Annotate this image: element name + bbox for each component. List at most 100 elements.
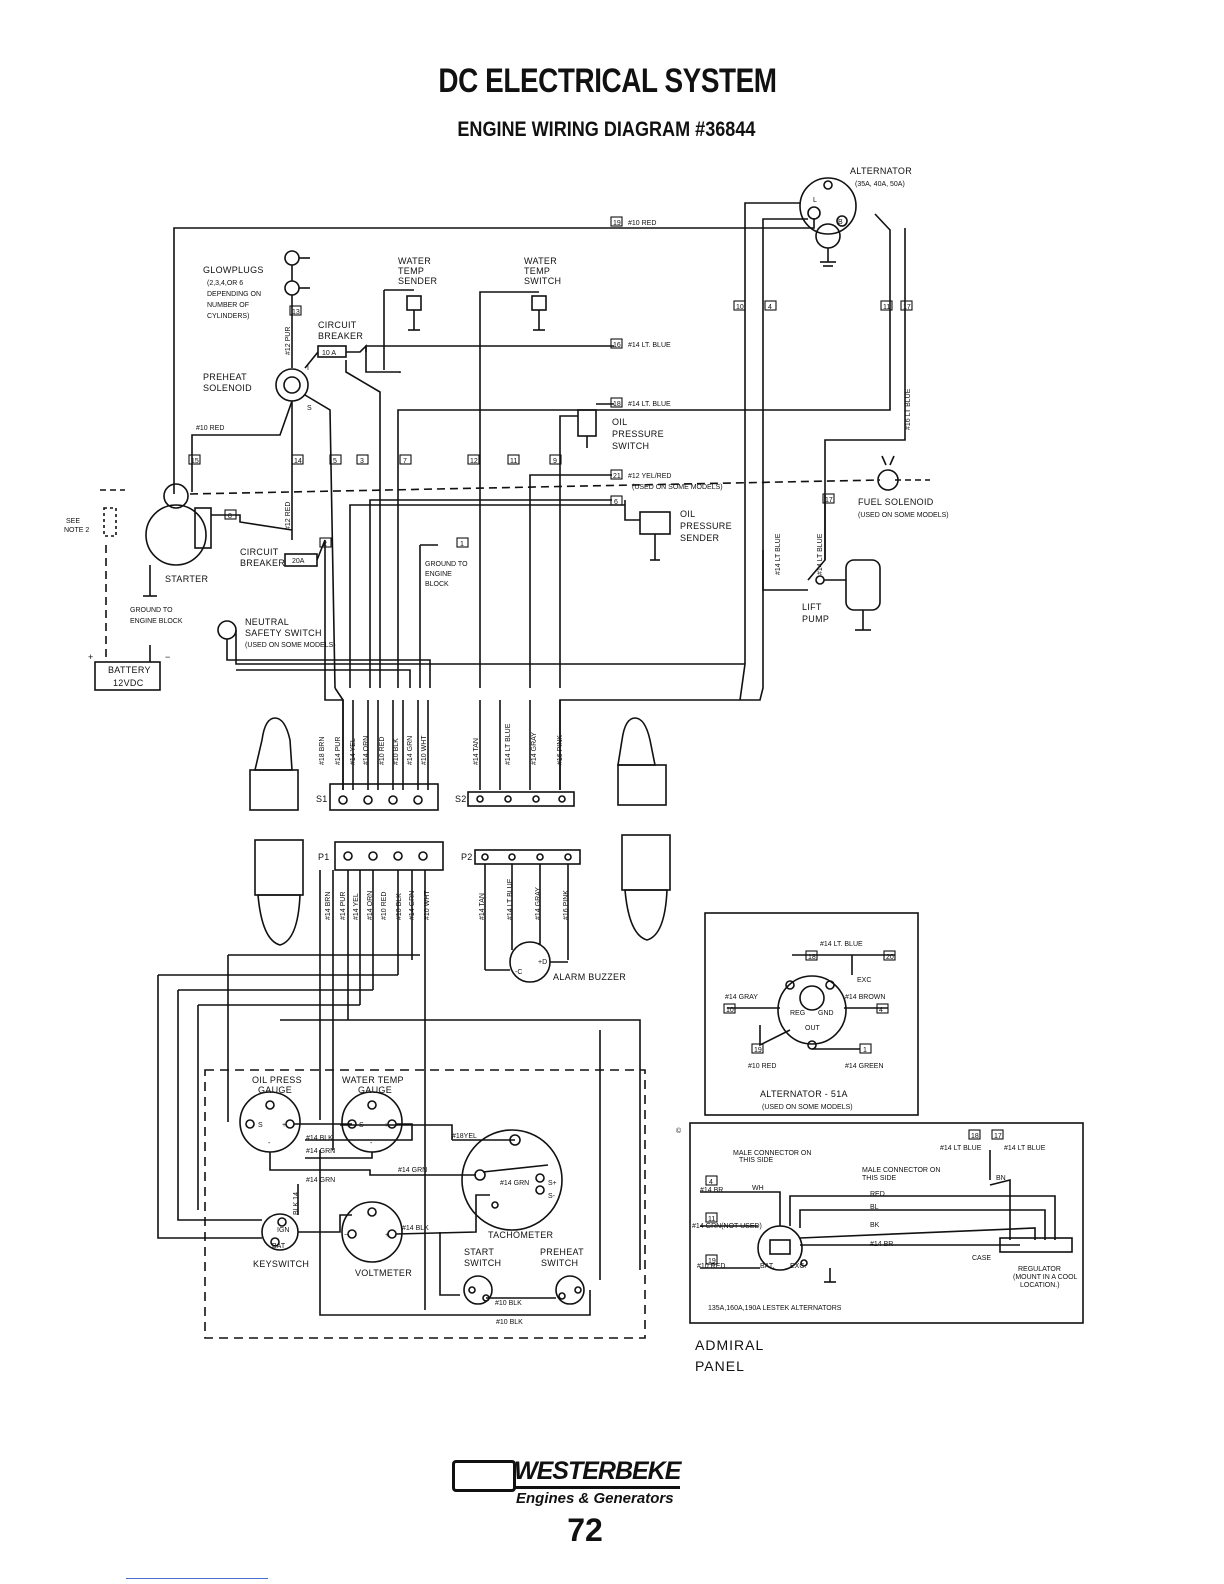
svg-text:TEMP: TEMP	[398, 266, 424, 276]
svg-text:VOLTMETER: VOLTMETER	[355, 1268, 412, 1278]
svg-text:#14 LT BLUE: #14 LT BLUE	[505, 723, 512, 765]
connector-p2	[474, 849, 581, 865]
svg-text:BL: BL	[870, 1204, 879, 1211]
svg-text:I: I	[307, 365, 309, 372]
svg-text:TEMP: TEMP	[524, 266, 550, 276]
start-switch	[463, 1275, 493, 1305]
svg-text:#14 GRAY: #14 GRAY	[725, 994, 758, 1001]
svg-text:#14 LT BLUE: #14 LT BLUE	[940, 1145, 982, 1152]
svg-text:THIS SIDE: THIS SIDE	[862, 1175, 897, 1182]
svg-text:#14 GRAY: #14 GRAY	[535, 887, 542, 920]
svg-text:#10 RED: #10 RED	[628, 220, 656, 227]
svg-text:CASE: CASE	[972, 1255, 991, 1262]
svg-text:#14 PUR: #14 PUR	[340, 892, 347, 920]
svg-text:#10 BLK: #10 BLK	[496, 1319, 523, 1326]
svg-text:20: 20	[886, 954, 894, 961]
svg-text:#16 PINK: #16 PINK	[557, 735, 564, 765]
svg-text:+: +	[385, 1232, 389, 1239]
alternator-51a-box	[704, 912, 919, 1116]
svg-text:SWITCH: SWITCH	[541, 1258, 578, 1268]
svg-text:S: S	[307, 405, 312, 412]
svg-text:#10 BLK: #10 BLK	[393, 738, 400, 765]
svg-text:#10 RED: #10 RED	[381, 892, 388, 920]
svg-text:#12 PUR: #12 PUR	[285, 327, 292, 355]
svg-text:#10 RED: #10 RED	[697, 1263, 725, 1270]
svg-text:#14 TAN: #14 TAN	[473, 738, 480, 765]
svg-text:-: -	[268, 1140, 271, 1147]
plug-illustration-right-top	[617, 717, 667, 806]
svg-text:REG: REG	[790, 1010, 805, 1017]
svg-text:CYLINDERS): CYLINDERS)	[207, 313, 249, 320]
westerbeke-logo-icon	[452, 1460, 516, 1492]
svg-text:#18YEL: #18YEL	[452, 1133, 477, 1140]
svg-text:ALTERNATOR - 51A: ALTERNATOR - 51A	[760, 1089, 848, 1099]
svg-text:4: 4	[768, 304, 772, 311]
svg-text:GAUGE: GAUGE	[258, 1085, 292, 1095]
connector-s2	[467, 791, 575, 807]
svg-text:#10 RED: #10 RED	[196, 425, 224, 432]
svg-text:13: 13	[292, 309, 300, 316]
alternator-51a: REG GND OUT EXC	[777, 975, 871, 1050]
svg-text:#14 BLK: #14 BLK	[402, 1225, 429, 1232]
voltmeter: − +	[341, 1201, 403, 1263]
svg-text:#14 ORN: #14 ORN	[367, 891, 374, 920]
svg-text:135A,160A,190A LESTEK ALTERNAT: 135A,160A,190A LESTEK ALTERNATORS	[708, 1305, 842, 1312]
svg-text:1: 1	[460, 541, 464, 548]
svg-text:#14 BRN: #14 BRN	[325, 892, 332, 920]
logo-tagline: Engines & Generators	[516, 1490, 674, 1507]
svg-text:TACHOMETER: TACHOMETER	[488, 1230, 554, 1240]
svg-text:PRESSURE: PRESSURE	[612, 429, 664, 439]
svg-text:GAUGE: GAUGE	[358, 1085, 392, 1095]
neutral-safety-switch	[217, 620, 237, 640]
svg-text:4: 4	[879, 1007, 883, 1014]
svg-text:#14 PUR: #14 PUR	[335, 737, 342, 765]
svg-text:19: 19	[613, 220, 621, 227]
svg-text:-C: -C	[515, 969, 522, 976]
svg-text:#14 GRAY: #14 GRAY	[531, 732, 538, 765]
plug-illustration-right-bottom	[621, 834, 671, 941]
svg-text:SWITCH: SWITCH	[524, 276, 561, 286]
svg-text:#10 BLK: #10 BLK	[396, 893, 403, 920]
svg-text:-: -	[370, 1140, 373, 1147]
connector-s1	[329, 783, 439, 811]
svg-text:17: 17	[903, 304, 911, 311]
svg-text:WH: WH	[752, 1185, 764, 1192]
svg-text:12: 12	[470, 458, 478, 465]
svg-text:18: 18	[613, 401, 621, 408]
svg-text:−: −	[165, 652, 171, 662]
svg-text:PREHEAT: PREHEAT	[203, 372, 247, 382]
water-temp-switch	[531, 295, 547, 331]
preheat-switch	[555, 1275, 585, 1305]
svg-text:(MOUNT IN A COOL: (MOUNT IN A COOL	[1013, 1274, 1078, 1281]
svg-text:P2: P2	[461, 852, 473, 862]
starter	[145, 483, 212, 566]
svg-text:BATTERY: BATTERY	[108, 665, 151, 675]
tachometer	[461, 1129, 563, 1231]
svg-text:#16 PINK: #16 PINK	[563, 890, 570, 920]
svg-text:WATER: WATER	[398, 256, 431, 266]
svg-text:BAT: BAT	[272, 1243, 286, 1250]
svg-text:9: 9	[553, 458, 557, 465]
svg-text:SWITCH: SWITCH	[464, 1258, 501, 1268]
svg-text:GROUND TO: GROUND TO	[130, 607, 173, 614]
svg-text:STARTER: STARTER	[165, 574, 208, 584]
svg-text:#10 BLK: #10 BLK	[495, 1300, 522, 1307]
svg-text:SOLENOID: SOLENOID	[203, 383, 252, 393]
svg-text:GLOWPLUGS: GLOWPLUGS	[203, 265, 264, 275]
svg-text:©: ©	[676, 1127, 682, 1135]
connector-p1	[334, 841, 444, 871]
svg-text:6: 6	[614, 499, 618, 506]
svg-text:#14 BR: #14 BR	[870, 1241, 893, 1248]
svg-text:+D: +D	[538, 959, 547, 966]
p1-wires	[319, 870, 426, 1310]
fuel-solenoid	[877, 455, 899, 491]
svg-text:11: 11	[883, 304, 890, 311]
svg-text:DEPENDING ON: DEPENDING ON	[207, 291, 261, 298]
svg-text:THIS SIDE: THIS SIDE	[739, 1157, 774, 1164]
svg-text:#12 YEL/RED: #12 YEL/RED	[628, 473, 671, 480]
p2-wire-labels: #14 TAN #14 LT BLUE #14 GRAY #16 PINK	[479, 878, 570, 920]
svg-text:#14 LT BLUE: #14 LT BLUE	[507, 878, 514, 920]
svg-text:PRESSURE: PRESSURE	[680, 521, 732, 531]
svg-text:SWITCH: SWITCH	[612, 441, 649, 451]
svg-text:ENGINE BLOCK: ENGINE BLOCK	[130, 618, 183, 625]
